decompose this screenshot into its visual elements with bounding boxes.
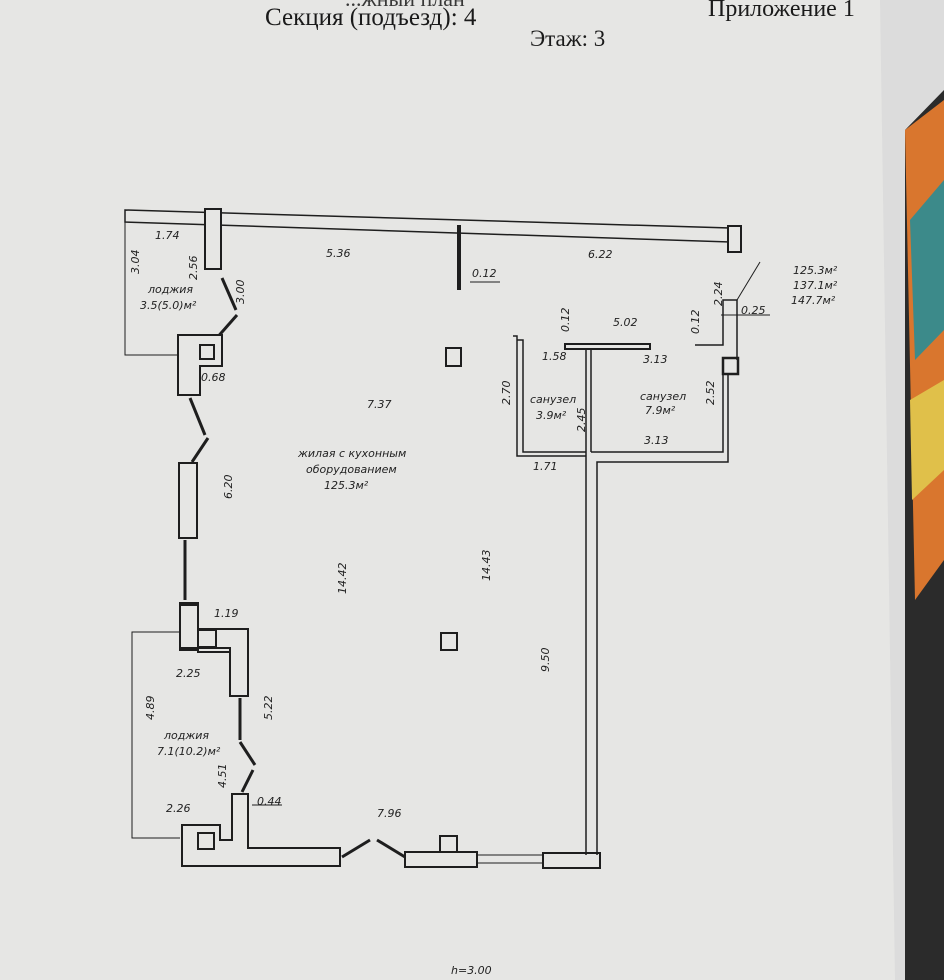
dim-label: 7.96 [377, 807, 402, 820]
dim-label: 2.56 [187, 256, 200, 281]
dim-label: 2.45 [575, 408, 588, 433]
bath-large-name: санузел [640, 390, 686, 403]
dim-label: 2.25 [176, 667, 201, 680]
dim-label: 3.13 [644, 434, 669, 447]
living-name-1: жилая с кухонным [297, 447, 406, 460]
dim-label: 0.25 [741, 304, 766, 317]
dim-label: 1.58 [542, 350, 567, 363]
dim-label: 2.52 [704, 381, 717, 406]
dim-label: 4.51 [216, 764, 229, 789]
dim-label: 2.26 [166, 802, 191, 815]
dim-label: 2.24 [712, 282, 725, 307]
paper-sheet [0, 0, 895, 980]
dim-label: 6.22 [588, 248, 613, 261]
dim-label: 9.50 [539, 648, 552, 673]
dim-label: 14.42 [336, 563, 349, 595]
dim-label: 14.43 [480, 550, 493, 582]
dim-label: 0.12 [559, 308, 572, 333]
dim-label: 0.12 [472, 267, 497, 280]
dim-label: 1.71 [533, 460, 558, 473]
dim-label: 0.68 [201, 371, 226, 384]
dim-label: 6.20 [222, 475, 235, 500]
dim-label: 7.37 [367, 398, 392, 411]
total-area-3: 147.7м² [791, 294, 836, 307]
dim-label: 3.00 [234, 280, 247, 305]
dim-label: 2.70 [500, 381, 513, 406]
appendix-label: Приложение 1 [708, 0, 855, 22]
total-area-2: 137.1м² [793, 279, 838, 292]
bath-small-name: санузел [530, 393, 576, 406]
plan-title-partial: ...жный план [345, 0, 465, 12]
section-label: Секция (подъезд): 4 [265, 4, 477, 31]
room-labels: лоджия 3.5(5.0)м² жилая с кухонным обору… [140, 264, 838, 758]
loggia-bottom-name: лоджия [163, 729, 209, 742]
floor-label: Этаж: 3 [530, 26, 606, 51]
dim-label: 4.89 [144, 696, 157, 721]
dim-label: 5.02 [613, 316, 638, 329]
living-area: 125.3м² [324, 479, 369, 492]
dim-label: 1.74 [155, 229, 180, 242]
loggia-bottom-area: 7.1(10.2)м² [157, 745, 221, 758]
dim-label: 5.36 [326, 247, 351, 260]
living-name-2: оборудованием [306, 463, 397, 476]
loggia-top-area: 3.5(5.0)м² [140, 299, 197, 312]
bath-small-area: 3.9м² [536, 409, 567, 422]
dimension-labels: 1.74 3.04 2.56 5.36 0.12 6.22 3.00 2.24 … [129, 229, 766, 820]
dim-label: 5.22 [262, 696, 275, 721]
walls [124, 208, 770, 869]
ceiling-height: h=3.00 [451, 964, 492, 977]
dim-label: 0.12 [689, 310, 702, 335]
dim-label: 0.44 [257, 795, 282, 808]
bath-large-area: 7.9м² [645, 404, 676, 417]
dim-label: 3.13 [643, 353, 668, 366]
dim-label: 3.04 [129, 250, 142, 275]
loggia-top-name: лоджия [147, 283, 193, 296]
total-area-1: 125.3м² [793, 264, 838, 277]
dim-label: 1.19 [214, 607, 239, 620]
